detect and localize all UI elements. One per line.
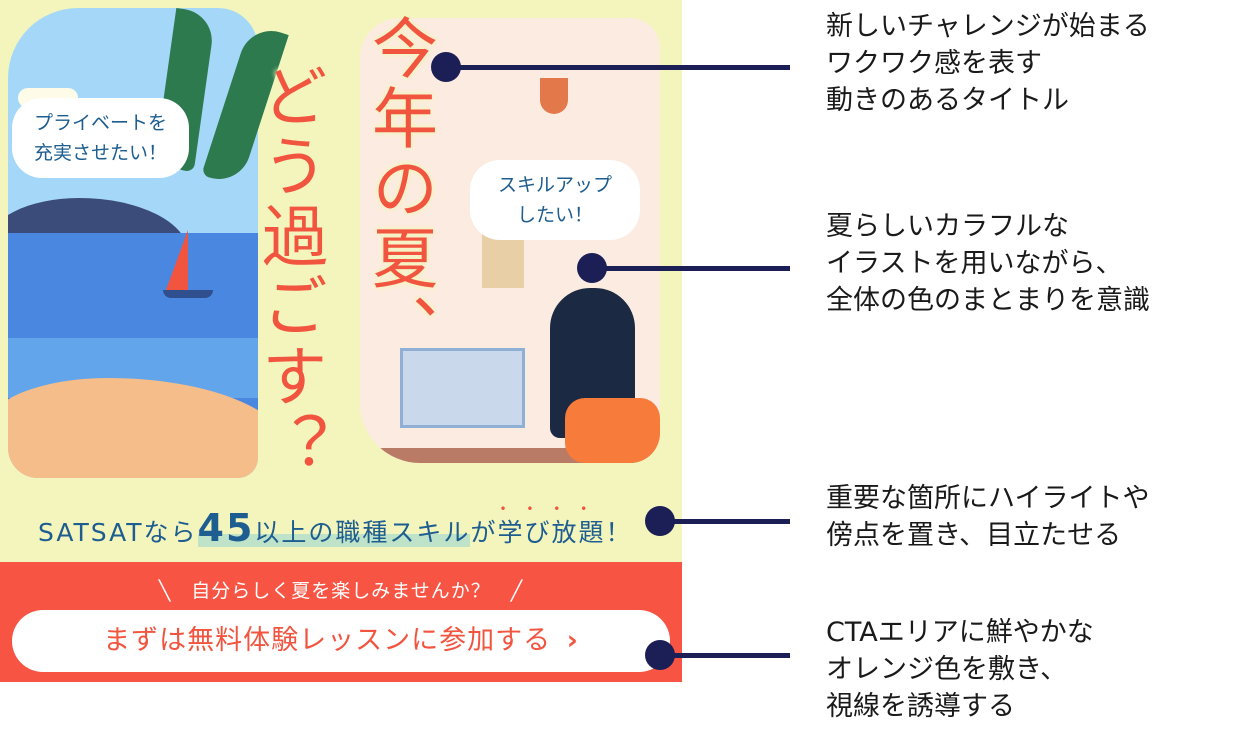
title-line1: 今年の夏、: [361, 14, 438, 364]
speech-bubble-skill: スキルアップ したい！: [470, 160, 641, 240]
sailboat-hull: [163, 290, 213, 298]
banner: プライベートを 充実させたい！ スキルアップ したい！ 今年の夏、 どう過ごす？…: [0, 0, 682, 682]
monitor: [400, 348, 525, 428]
tagline-emphasis-dots: 学び放題: [497, 518, 605, 547]
chair: [565, 398, 660, 463]
annotation-highlight: 重要な箇所にハイライトや 傍点を置き、目立たせる: [826, 483, 1150, 551]
calendar: [482, 233, 524, 288]
cta-subtext: ╲ 自分らしく夏を楽しみませんか？ ╱: [0, 576, 682, 603]
tagline-middle: が: [470, 518, 498, 547]
chevron-right-icon: ›: [566, 625, 579, 656]
annotation-title: 新しいチャレンジが始まる ワクワク感を表す 動きのあるタイトル: [826, 11, 1150, 116]
tagline-highlight-text: 以上の職種スキル: [254, 518, 471, 547]
accent-lines-left: ╲: [158, 580, 172, 602]
cta-area: ╲ 自分らしく夏を楽しみませんか？ ╱ まずは無料体験レッスンに参加する ›: [0, 562, 682, 682]
hanging-plant: [540, 78, 568, 114]
sand: [8, 378, 258, 478]
cta-button-label: まずは無料体験レッスンに参加する: [103, 625, 552, 656]
annotation-marker: [645, 640, 675, 670]
beach-illustration: [8, 8, 258, 478]
office-illustration: [360, 18, 660, 463]
tagline: SATSATなら45以上の職種スキルが学び放題！: [38, 506, 632, 550]
annotation-leader-line: [446, 65, 790, 70]
sailboat-sail: [166, 230, 188, 290]
annotation-marker: [577, 253, 607, 283]
tagline-number: 45: [197, 506, 255, 550]
speech-bubble-private: プライベートを 充実させたい！: [12, 98, 190, 178]
tagline-prefix: SATSATなら: [38, 518, 198, 547]
tagline-highlight: 45以上の職種スキル: [197, 506, 471, 550]
cta-subtext-label: 自分らしく夏を楽しみませんか？: [191, 580, 491, 602]
cta-button[interactable]: まずは無料体験レッスンに参加する ›: [12, 610, 670, 672]
accent-lines-right: ╱: [510, 580, 524, 602]
annotation-leader-line: [592, 266, 790, 271]
tagline-suffix: ！: [605, 518, 633, 547]
annotation-leader-line: [660, 653, 790, 658]
annotation-marker: [431, 52, 461, 82]
annotation-cta: CTAエリアに鮮やかな オレンジ色を敷き、 視線を誘導する: [826, 617, 1094, 722]
annotation-marker: [645, 506, 675, 536]
title-line2: どう過ごす？: [251, 62, 328, 482]
annotation-leader-line: [660, 519, 790, 524]
annotation-illustration: 夏らしいカラフルな イラストを用いながら、 全体の色のまとまりを意識: [826, 211, 1150, 316]
